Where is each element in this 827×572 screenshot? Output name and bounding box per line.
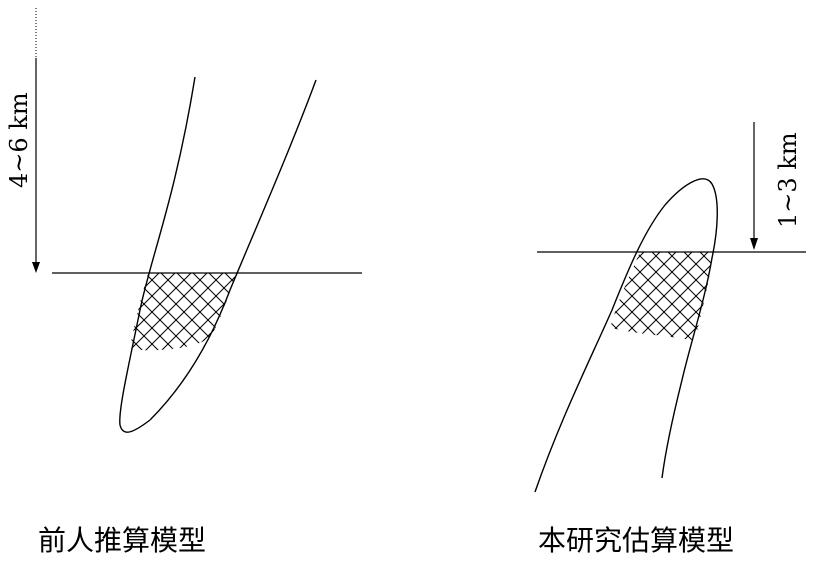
- right-depth-arrowhead: [750, 238, 758, 250]
- left-hatched-region: [130, 273, 237, 351]
- right-depth-label: 1~3 km: [774, 132, 802, 228]
- right-caption: 本研究估算模型: [538, 524, 734, 557]
- right-hatched-region: [610, 252, 713, 340]
- left-body-outline-right: [149, 79, 317, 421]
- right-body-outline: [534, 178, 718, 493]
- left-depth-label: 4~6 km: [5, 92, 33, 188]
- left-model: 4~6 km 前人推算模型: [5, 8, 362, 557]
- right-model: 1~3 km 本研究估算模型: [534, 122, 806, 557]
- left-caption: 前人推算模型: [38, 524, 206, 557]
- left-depth-arrowhead: [32, 262, 40, 273]
